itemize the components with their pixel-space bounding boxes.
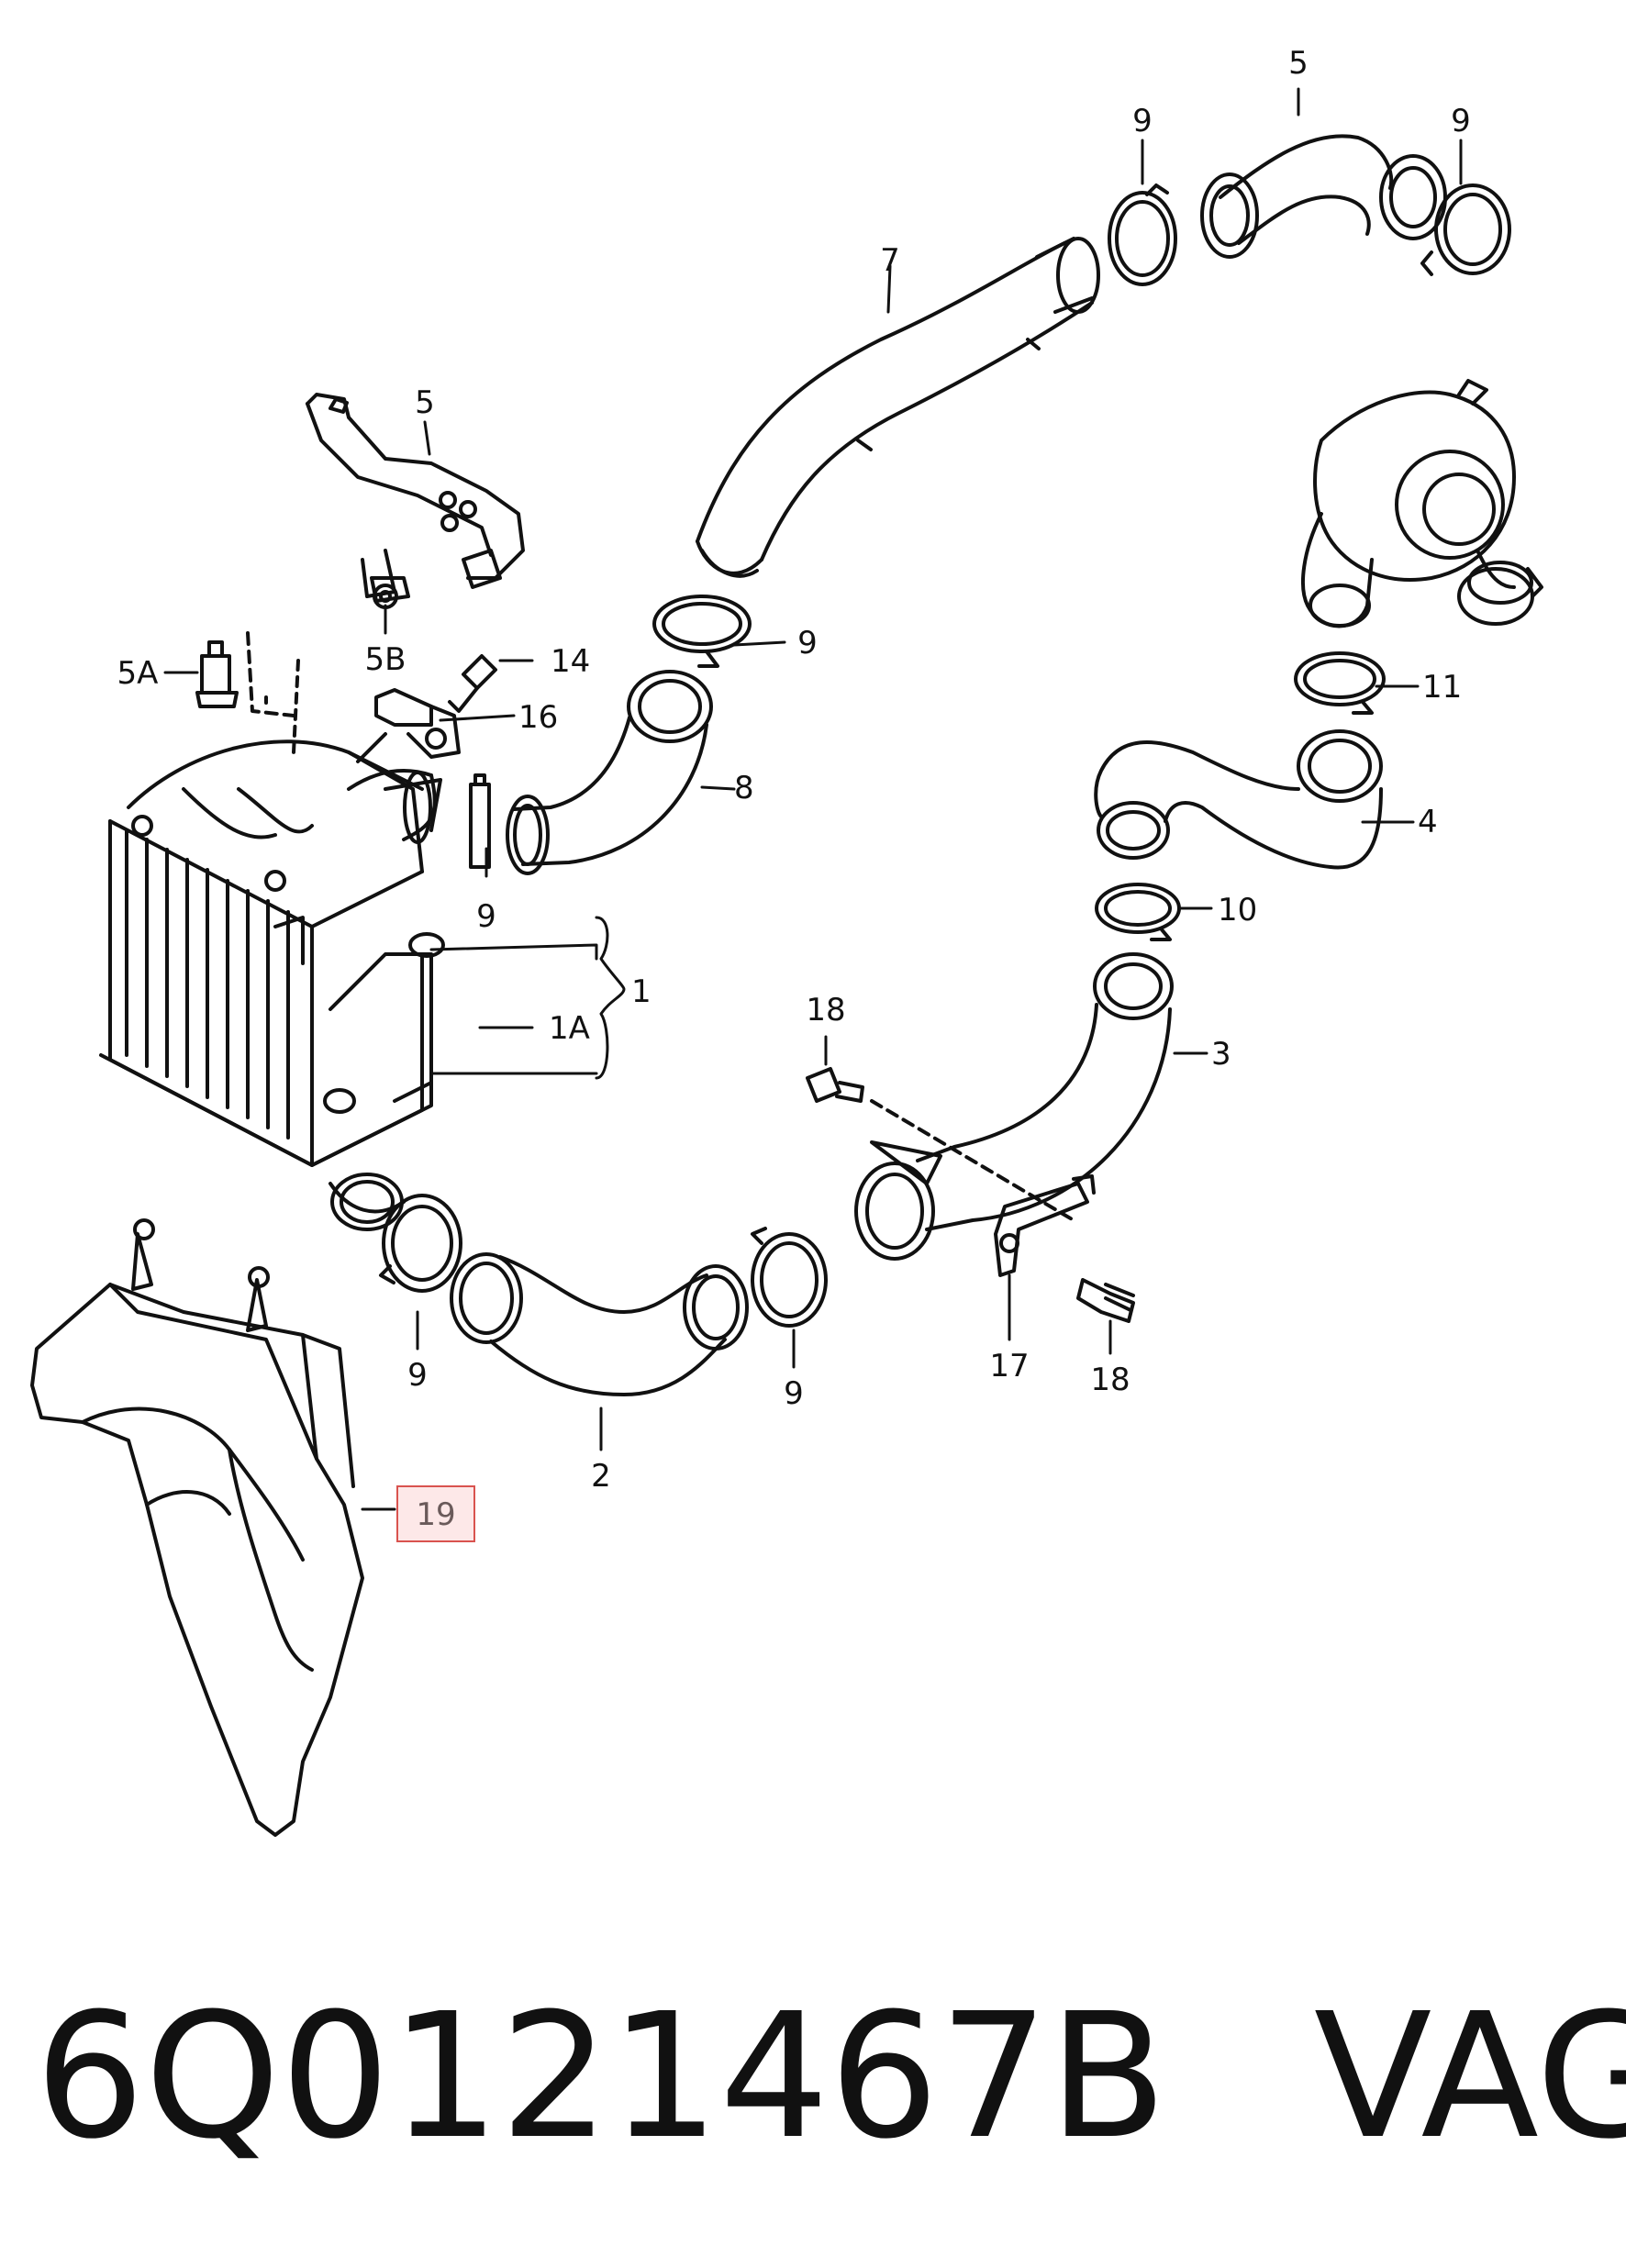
callout-1: 1 [631, 973, 652, 1010]
clamp-9-top-left-drawing [1108, 183, 1177, 286]
highlight-box-19 [396, 1485, 475, 1542]
clamp-9-lower-right-drawing [751, 1227, 828, 1328]
sensor-16-drawing [356, 688, 461, 763]
callout-9-mid: 9 [797, 625, 818, 662]
callout-4: 4 [1418, 804, 1438, 840]
callout-16: 16 [518, 699, 558, 736]
callout-2: 2 [591, 1458, 611, 1495]
callout-17: 17 [989, 1348, 1029, 1384]
bolt-5a-drawing [195, 631, 295, 717]
dash-line-bracket [292, 659, 300, 754]
callout-5a: 5A [117, 655, 159, 692]
callout-18-upper: 18 [806, 992, 845, 1028]
callout-11: 11 [1422, 669, 1462, 706]
hose-6-drawing [1200, 134, 1447, 259]
callout-6: 5 [1288, 45, 1309, 82]
air-guide-19-drawing [30, 1218, 364, 1837]
callout-8: 8 [734, 770, 754, 806]
hose-7-drawing [696, 237, 1100, 578]
clamp-9-lower-left-drawing [379, 1194, 462, 1293]
callout-3: 3 [1211, 1036, 1231, 1073]
callout-7: 7 [880, 242, 900, 279]
hose-2-drawing [450, 1252, 749, 1396]
intercooler-outlet-drawing [347, 769, 437, 844]
callout-18-lower: 18 [1090, 1362, 1130, 1398]
clamp-9-top-right-drawing [1420, 183, 1511, 276]
brand-name: VAG [1313, 1975, 1626, 2177]
bolt-18-upper-drawing [806, 1067, 1075, 1222]
clamp-10-drawing [1095, 883, 1181, 941]
callout-5: 5 [415, 384, 435, 421]
callout-9-top-right: 9 [1451, 103, 1471, 139]
callout-9-top-left: 9 [1132, 103, 1153, 139]
callout-9-lower-left: 9 [407, 1357, 428, 1394]
nut-5b-drawing [370, 576, 410, 603]
part-number-footer: 6Q0121467B VAG [35, 1971, 1626, 2182]
bracket-5-drawing [306, 393, 525, 609]
hose-8-drawing [506, 670, 713, 875]
callout-10: 10 [1218, 892, 1257, 928]
connector-9-small-drawing [469, 773, 491, 869]
callout-19: 19 [416, 1496, 455, 1533]
hose-3-drawing [854, 952, 1174, 1261]
bracket-17-drawing [994, 1174, 1096, 1277]
clamp-9-mid-drawing [652, 595, 752, 668]
bolt-18-lower-drawing [1076, 1278, 1135, 1323]
turbocharger-drawing [1301, 379, 1543, 628]
callout-14: 14 [551, 643, 590, 680]
part-number: 6Q0121467B [35, 1975, 1167, 2177]
bolt-14-drawing [448, 654, 497, 713]
exploded-parts-diagram: 5 9 9 7 5 9 5A 5B 14 16 8 9 11 4 10 1 1A… [30, 45, 1543, 1837]
callout-9-lower-right: 9 [784, 1375, 804, 1412]
leader-lines [163, 87, 1463, 1511]
callout-1a: 1A [549, 1010, 590, 1047]
hose-4-drawing [1094, 729, 1383, 870]
callout-5b: 5B [365, 641, 406, 678]
clamp-11-drawing [1294, 651, 1386, 715]
callout-labels: 5 9 9 7 5 9 5A 5B 14 16 8 9 11 4 10 1 1A… [117, 45, 1471, 1533]
callout-9-connector: 9 [476, 898, 496, 935]
intercooler-1-drawing [99, 739, 445, 1231]
